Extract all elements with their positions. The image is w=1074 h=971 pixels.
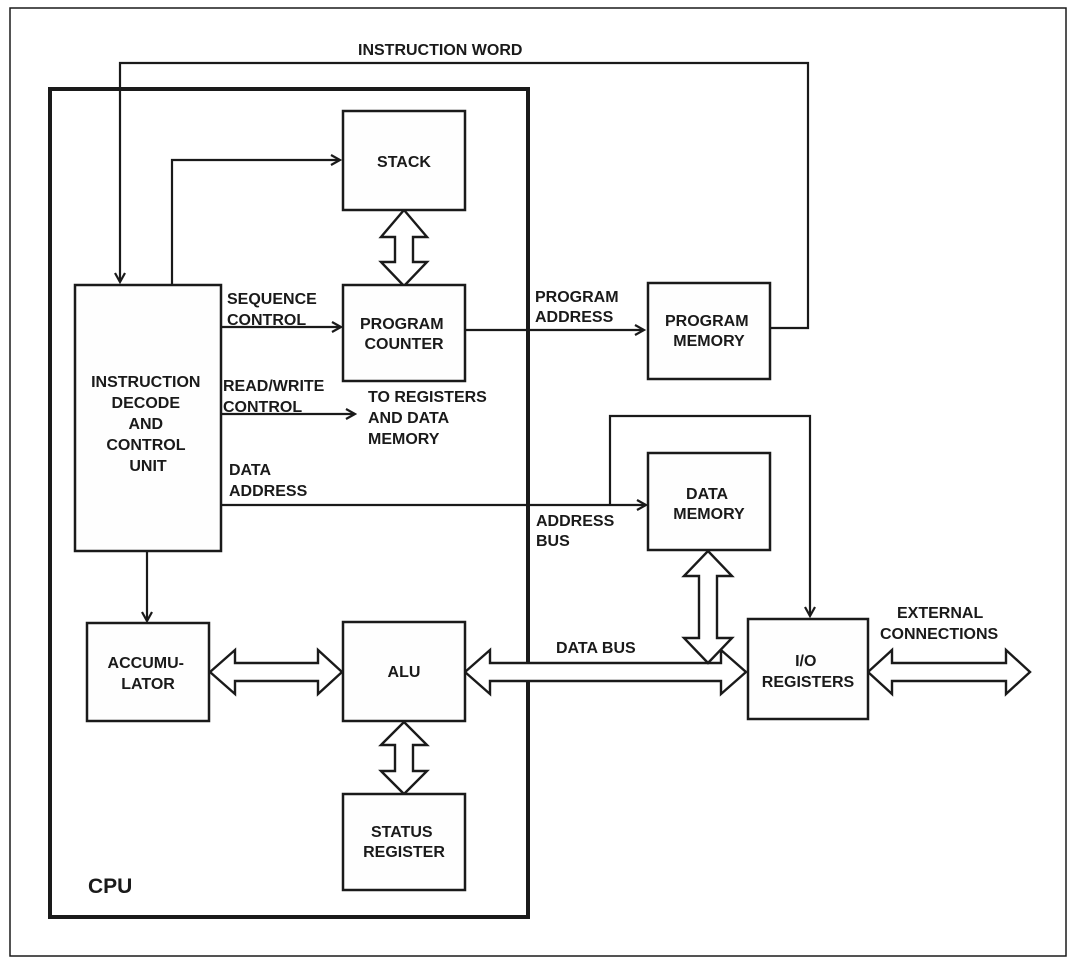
program-memory-label: PROGRAM MEMORY (665, 313, 753, 350)
cpu-boundary (48, 87, 530, 919)
status-register-label: STATUS REGISTER (363, 824, 445, 861)
external-connections-bus (866, 647, 1032, 697)
data-address-label: DATA ADDRESS (229, 462, 308, 500)
accumulator-box (85, 621, 211, 723)
io-registers-label: I/O REGISTERS (762, 653, 855, 691)
cpu-label: CPU (88, 875, 132, 898)
external-connections-label: EXTERNAL CONNECTIONS (880, 605, 999, 643)
stack-counter-bus (378, 208, 430, 288)
data-bus-label: DATA BUS (556, 640, 636, 657)
outer-frame (9, 7, 1067, 957)
read-write-control-label: READ/WRITE CONTROL (223, 378, 329, 416)
address-bus-line (608, 414, 810, 616)
instruction-decode-box (73, 283, 223, 553)
io-registers-box (746, 617, 870, 721)
accumulator-label: ACCUMU- LATOR (108, 655, 189, 693)
program-address-label: PROGRAM ADDRESS (535, 289, 623, 326)
instruction-decode-label: INSTRUCTION DECODE AND CONTROL UNIT (91, 374, 205, 475)
control-to-stack-line (170, 160, 340, 285)
program-counter-label: PROGRAM COUNTER (360, 316, 448, 353)
alu-status-bus (378, 720, 430, 796)
data-memory-label: DATA MEMORY (673, 486, 745, 523)
status-register-box (341, 792, 467, 892)
to-registers-label: TO REGISTERS AND DATA MEMORY (368, 389, 491, 448)
stack-label: STACK (377, 154, 431, 171)
sequence-control-label: SEQUENCE CONTROL (227, 291, 321, 329)
address-bus-label: ADDRESS BUS (536, 513, 619, 550)
program-memory-box (646, 281, 772, 381)
data-bus (463, 647, 748, 697)
program-counter-box (341, 283, 467, 383)
instruction-word-label: INSTRUCTION WORD (358, 42, 522, 59)
instruction-word-line (120, 61, 810, 330)
stack-box (341, 109, 467, 212)
data-memory-box (646, 451, 772, 552)
data-memory-bus (681, 549, 735, 665)
accumulator-alu-bus (208, 647, 344, 697)
alu-box (341, 620, 467, 723)
alu-label: ALU (388, 664, 421, 681)
